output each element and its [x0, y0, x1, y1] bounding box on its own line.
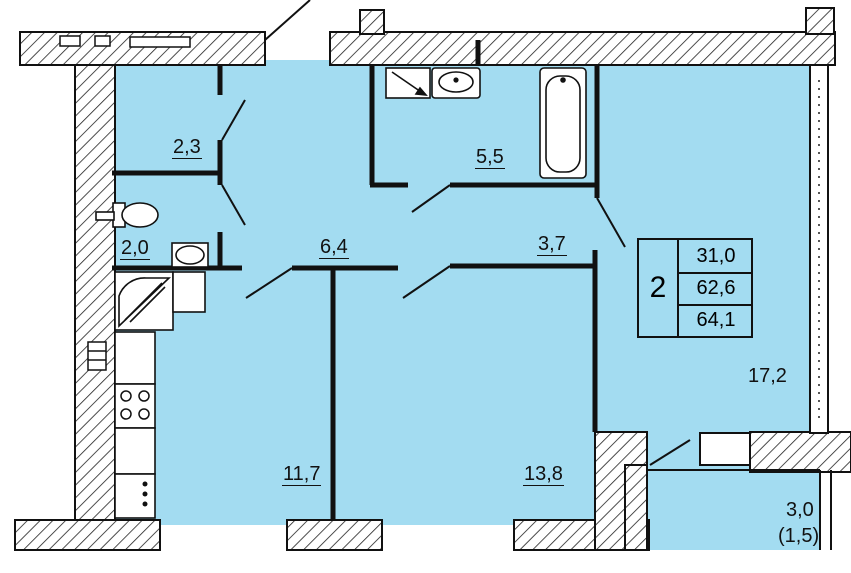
room-area-balcony: 3,0 — [786, 499, 814, 521]
room-area-living-room: 17,2 — [748, 365, 787, 387]
room-fill — [110, 60, 820, 550]
kitchen-units — [114, 331, 156, 519]
balcony-outline — [648, 432, 832, 550]
living-area: 31,0 — [679, 240, 753, 274]
room-count: 2 — [639, 240, 679, 336]
room-area-toilet: 2,0 — [120, 237, 150, 260]
washing-machine-icon — [385, 67, 431, 99]
total-area: 62,6 — [679, 272, 753, 306]
sink-icon — [171, 242, 209, 268]
room-area-corridor: 3,7 — [537, 233, 567, 256]
room-area-bathroom: 5,5 — [475, 146, 505, 169]
washbasin-icon — [431, 67, 481, 99]
stove-icon — [120, 390, 150, 420]
room-area-storage: 2,3 — [172, 136, 202, 159]
total-area-with-balcony: 64,1 — [696, 308, 736, 331]
door-swings — [221, 0, 691, 466]
room-area-bedroom: 13,8 — [523, 463, 564, 486]
dishwasher-icon — [142, 481, 148, 507]
bathtub-icon — [539, 67, 587, 179]
shower-icon — [114, 271, 206, 331]
room-area-kitchen: 11,7 — [282, 463, 322, 486]
room-area-hall: 6,4 — [319, 236, 349, 259]
top-wall-details — [59, 35, 191, 48]
interior-walls — [112, 40, 600, 520]
toilet-icon — [95, 202, 159, 228]
right-exterior-wall — [809, 64, 829, 434]
room-area-balcony-reduced: (1,5) — [778, 525, 820, 547]
area-summary-table: 2 31,0 62,6 64,1 — [637, 238, 753, 338]
radiator-icon — [87, 341, 107, 371]
